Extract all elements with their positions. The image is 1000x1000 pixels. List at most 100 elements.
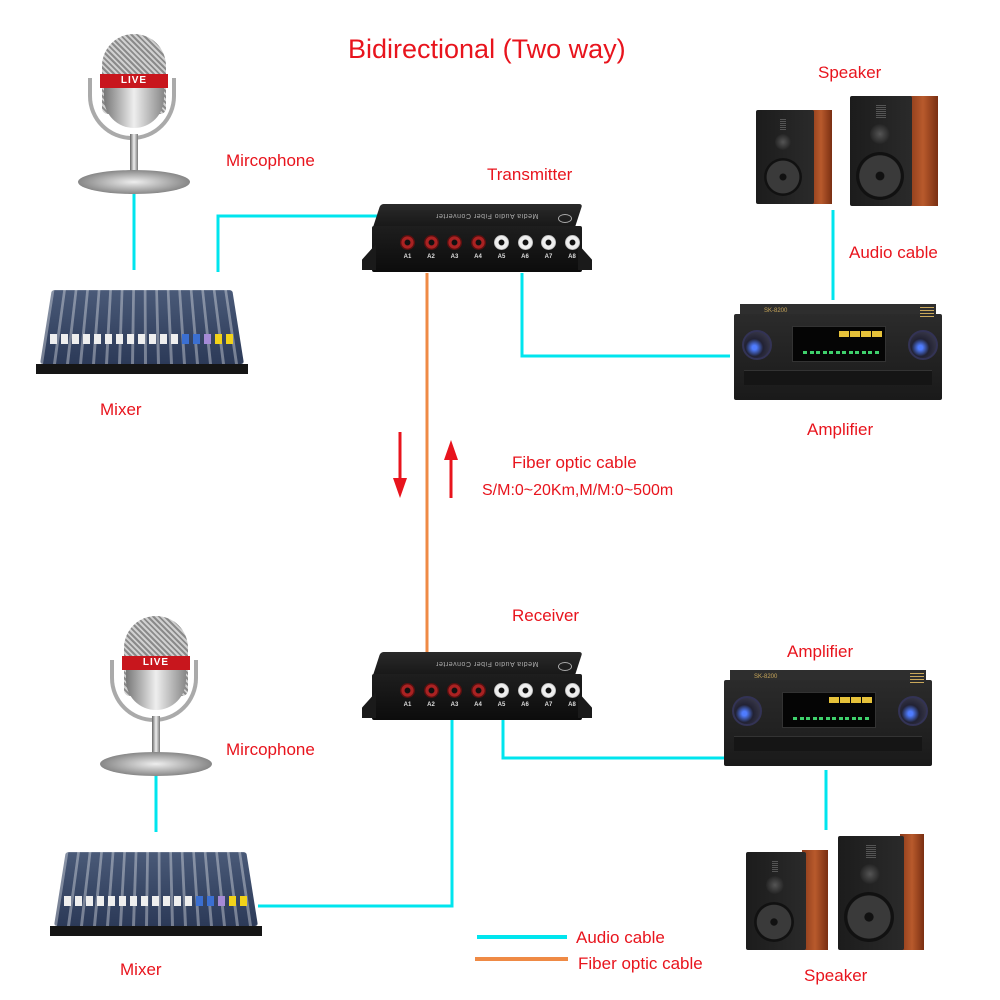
port-label: A4: [471, 702, 486, 708]
mixer-fader: [64, 896, 71, 906]
arrow-up-icon: [444, 440, 458, 498]
amp-led: [829, 351, 833, 354]
mixer-fader: [226, 334, 233, 344]
mixer-fader: [94, 334, 101, 344]
port-label: A7: [541, 254, 556, 260]
audio-port-a2: [424, 235, 439, 250]
mixer-fader: [185, 896, 192, 906]
mixer-fader: [138, 334, 145, 344]
port-label: A3: [447, 254, 462, 260]
mixer-fader: [75, 896, 82, 906]
amplifier-top: SK-8200: [734, 304, 942, 404]
transmitter-device: Media Audio Fiber Converter A1 A2 A3 A4 A5 A6…: [362, 204, 592, 274]
audio-port-a6: [518, 683, 533, 698]
amp-led: [875, 351, 879, 354]
amp-led: [816, 351, 820, 354]
amp-indicator: [872, 331, 882, 337]
legend-fiber-label: Fiber optic cable: [578, 954, 703, 974]
mixer-fader: [174, 896, 181, 906]
amp-led: [842, 351, 846, 354]
mixer-fader: [141, 896, 148, 906]
amplifier-model: SK-8200: [764, 308, 787, 314]
mixer-fader: [193, 334, 200, 344]
amp-led: [806, 717, 810, 720]
mixer-fader: [105, 334, 112, 344]
audio-port-a5: [494, 235, 509, 250]
port-label: A2: [424, 254, 439, 260]
port-label: A4: [471, 254, 486, 260]
port-label: A5: [494, 254, 509, 260]
port-label: A7: [541, 702, 556, 708]
mixer-fader: [240, 896, 247, 906]
amp-led: [803, 351, 807, 354]
amp-led: [810, 351, 814, 354]
audio-port-a4: [471, 683, 486, 698]
transmitter-label: Transmitter: [487, 165, 572, 185]
amp-indicator: [851, 697, 861, 703]
mixer-bottom: [46, 834, 266, 939]
mixer-fader: [218, 896, 225, 906]
audio-port-a6: [518, 235, 533, 250]
mixer-fader: [204, 334, 211, 344]
audio-port-a5: [494, 683, 509, 698]
amp-led: [793, 717, 797, 720]
audio-port-a3: [447, 235, 462, 250]
amp-led: [855, 351, 859, 354]
mixer-bottom-label: Mixer: [120, 960, 162, 980]
amp-indicator: [850, 331, 860, 337]
mixer-fader: [196, 896, 203, 906]
mixer-fader: [86, 896, 93, 906]
amp-indicator: [839, 331, 849, 337]
amp-led: [862, 351, 866, 354]
amp-led: [868, 351, 872, 354]
microphone-top-label: Mircophone: [226, 151, 315, 171]
amp-led: [852, 717, 856, 720]
legend-audio-label: Audio cable: [576, 928, 665, 948]
audio-port-a1: [400, 235, 415, 250]
port-label: A2: [424, 702, 439, 708]
amplifier-bottom: SK-8200: [724, 670, 932, 770]
converter-brand: Media Audio Fiber Converter: [422, 660, 552, 667]
amp-indicator: [829, 697, 839, 703]
mixer-fader: [182, 334, 189, 344]
port-label: A3: [447, 702, 462, 708]
amp-led: [845, 717, 849, 720]
amplifier-bottom-label: Amplifier: [787, 642, 853, 662]
mixer-fader: [97, 896, 104, 906]
port-label: A5: [494, 702, 509, 708]
amp-led: [800, 717, 804, 720]
audio-port-a4: [471, 235, 486, 250]
arrow-down-icon: [393, 432, 407, 498]
live-badge: LIVE: [122, 656, 190, 670]
speaker-top-label: Speaker: [818, 63, 881, 83]
mixer-fader: [119, 896, 126, 906]
mixer-fader: [149, 334, 156, 344]
speakers-top: [752, 92, 942, 210]
fiber-label: Fiber optic cable: [512, 453, 637, 473]
converter-brand: Media Audio Fiber Converter: [422, 212, 552, 219]
receiver-label: Receiver: [512, 606, 579, 626]
audio-port-a2: [424, 683, 439, 698]
port-label: A6: [518, 254, 533, 260]
mixer-fader: [83, 334, 90, 344]
audio-port-a7: [541, 235, 556, 250]
amp-led: [819, 717, 823, 720]
audio-port-a8: [565, 235, 580, 250]
microphone-bottom-label: Mircophone: [226, 740, 315, 760]
audio-port-a8: [565, 683, 580, 698]
port-label: A1: [400, 254, 415, 260]
port-label: A8: [565, 702, 580, 708]
amp-led: [839, 717, 843, 720]
receiver-device: Media Audio Fiber Converter A1A2A3A4A5A6…: [362, 652, 592, 722]
amplifier-model: SK-8200: [754, 674, 777, 680]
amp-indicator: [862, 697, 872, 703]
audio-cable-transmitter-amplifier: [522, 273, 730, 356]
mixer-fader: [72, 334, 79, 344]
amp-led: [836, 351, 840, 354]
live-badge: LIVE: [100, 74, 168, 88]
audio-port-a7: [541, 683, 556, 698]
amp-led: [832, 717, 836, 720]
amp-led: [849, 351, 853, 354]
audio-port-a1: [400, 683, 415, 698]
port-label: A1: [400, 702, 415, 708]
